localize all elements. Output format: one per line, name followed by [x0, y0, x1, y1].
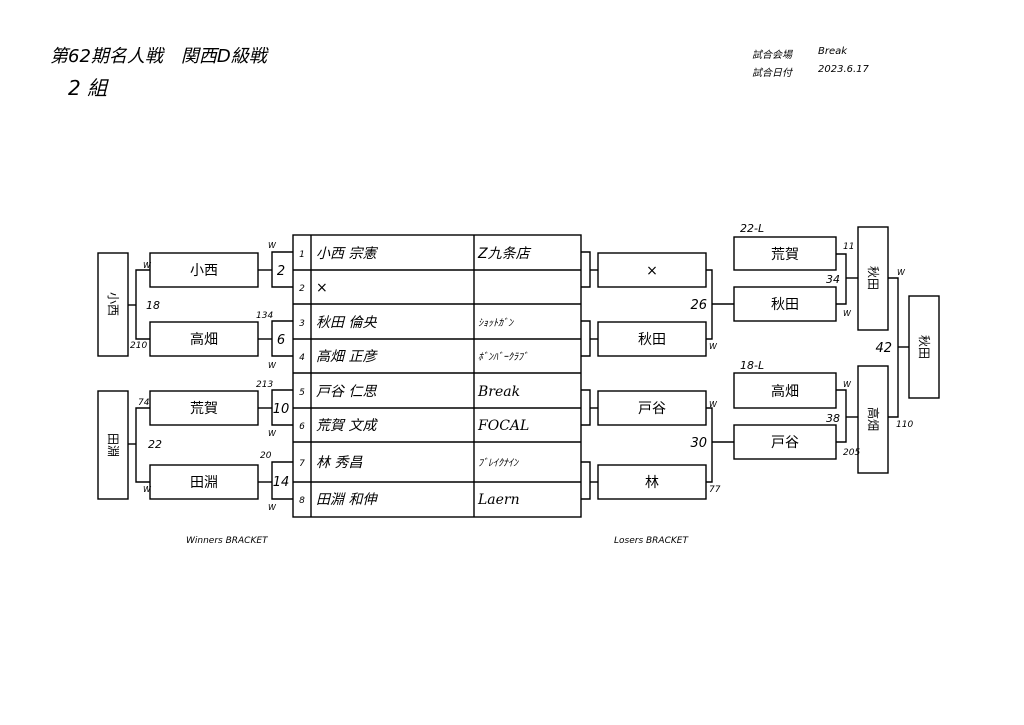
win-mark: W: [268, 361, 277, 370]
match-number: 26: [690, 298, 707, 313]
win-mark: W: [709, 342, 718, 351]
player-table: 1 小西 宗憲 Z九条店 2 × 3 秋田 倫央 ｼｮｯﾄｶﾞﾝ 4 高畑 正彦…: [292, 234, 582, 518]
player-name: 高畑 正彦: [316, 349, 378, 365]
score: 110: [896, 420, 913, 430]
winners-r2-name: 田淵: [106, 433, 120, 457]
player-club: Z九条店: [477, 246, 532, 262]
player-name: 秋田 倫央: [316, 315, 377, 331]
losers-r2-name: 高畑: [771, 383, 799, 400]
seed-number: 6: [299, 422, 305, 432]
seed-number: 3: [299, 319, 305, 329]
match-number: 34: [826, 273, 840, 286]
winners-r1-name: 小西: [190, 263, 218, 279]
losers-r2-name: 戸谷: [771, 435, 799, 451]
score: 20: [260, 451, 272, 461]
score: 134: [256, 311, 273, 321]
losers-bracket: × 秋田 戸谷 林 26 30 荒賀 秋田 高畑 戸谷 22-L 18-L 34…: [581, 222, 940, 500]
seed-number: 7: [299, 459, 305, 469]
page-title: 第62期名人戦 関西D級戦: [50, 46, 267, 67]
player-club: FOCAL: [477, 418, 529, 434]
date-label: 試合日付: [752, 68, 792, 79]
winners-r2-name: 小西: [106, 292, 120, 316]
player-name: 戸谷 仁思: [316, 384, 377, 400]
player-club: Laern: [477, 492, 520, 508]
seed-number: 2: [299, 284, 305, 294]
match-number: 38: [826, 412, 840, 425]
score: 77: [709, 485, 721, 495]
losers-final-name: 秋田: [917, 335, 931, 359]
win-mark: W: [843, 309, 852, 318]
losers-r2-box: [733, 286, 837, 322]
losers-r2-box: [733, 372, 837, 409]
losers-r3-box: [857, 365, 889, 474]
venue-value: Break: [818, 46, 848, 57]
win-mark: W: [143, 261, 152, 270]
drop-label: 22-L: [740, 222, 764, 235]
winners-r1-name: 荒賀: [190, 401, 218, 417]
player-name: 田淵 和伸: [316, 492, 378, 508]
match-number: 10: [273, 402, 290, 417]
match-number: 2: [277, 264, 285, 279]
winners-r1-box: [149, 321, 259, 357]
score: 74: [138, 398, 150, 408]
win-mark: W: [709, 400, 718, 409]
winners-r1-name: 高畑: [190, 331, 218, 348]
winners-r1-name: 田淵: [190, 475, 218, 491]
match-number: 6: [277, 333, 285, 348]
losers-bracket-caption: Losers BRACKET: [614, 536, 688, 546]
win-mark: W: [268, 429, 277, 438]
match-number: 18: [146, 299, 160, 312]
losers-r2-name: 荒賀: [771, 247, 799, 263]
losers-r2-name: 秋田: [771, 297, 799, 313]
seed-number: 4: [299, 353, 305, 363]
match-number: 14: [273, 475, 290, 490]
player-name: ×: [316, 280, 328, 296]
player-club: ﾌﾞﾚｲｸﾅｲﾝ: [478, 457, 519, 469]
player-name: 小西 宗憲: [316, 246, 378, 262]
player-club: ｼｮｯﾄｶﾞﾝ: [478, 317, 514, 329]
score: 205: [843, 448, 860, 458]
winners-bracket: 2 6 10 14 小西 高畑 荒賀 田淵 18 22 小西 田淵 134 21…: [97, 241, 293, 512]
losers-r1-box: [597, 252, 707, 288]
venue-label: 試合会場: [752, 50, 792, 61]
winners-bracket-caption: Winners BRACKET: [186, 536, 268, 546]
losers-final-box: [908, 295, 940, 399]
seed-number: 8: [299, 496, 305, 506]
losers-r1-name: 林: [645, 475, 659, 491]
winners-r1-box: [149, 390, 259, 426]
match-number: 22: [148, 438, 162, 451]
player-table-frame: [292, 234, 582, 518]
score: 11: [843, 242, 854, 252]
score: 213: [256, 380, 273, 390]
win-mark: W: [897, 268, 906, 277]
win-mark: W: [268, 241, 277, 250]
match-number: 30: [690, 436, 707, 451]
winners-r2-box: [97, 252, 129, 357]
group-label: 2 組: [68, 76, 108, 100]
losers-r1-name: 秋田: [638, 332, 666, 348]
player-club: Break: [477, 384, 520, 400]
date-value: 2023.6.17: [818, 64, 869, 75]
match-number: 42: [875, 341, 892, 356]
losers-r3-name: 秋田: [866, 266, 880, 290]
losers-r1-name: ×: [646, 263, 658, 279]
winners-r2-box: [97, 390, 129, 500]
seed-number: 5: [299, 388, 305, 398]
win-mark: W: [843, 380, 852, 389]
losers-r3-name: 高畑: [866, 407, 881, 431]
losers-r1-box: [597, 390, 707, 426]
player-club: ﾎﾞﾝﾊﾞｰｸﾗﾌﾞ: [478, 351, 528, 363]
drop-label: 18-L: [740, 359, 764, 372]
win-mark: W: [268, 503, 277, 512]
player-name: 荒賀 文成: [316, 418, 378, 434]
seed-number: 1: [299, 250, 305, 260]
score: 210: [130, 341, 147, 351]
losers-r3-box: [857, 226, 889, 331]
win-mark: W: [143, 485, 152, 494]
winners-r1-box: [149, 464, 259, 500]
player-name: 林 秀昌: [316, 455, 363, 471]
losers-r1-name: 戸谷: [638, 401, 666, 417]
losers-r1-box: [597, 321, 707, 357]
